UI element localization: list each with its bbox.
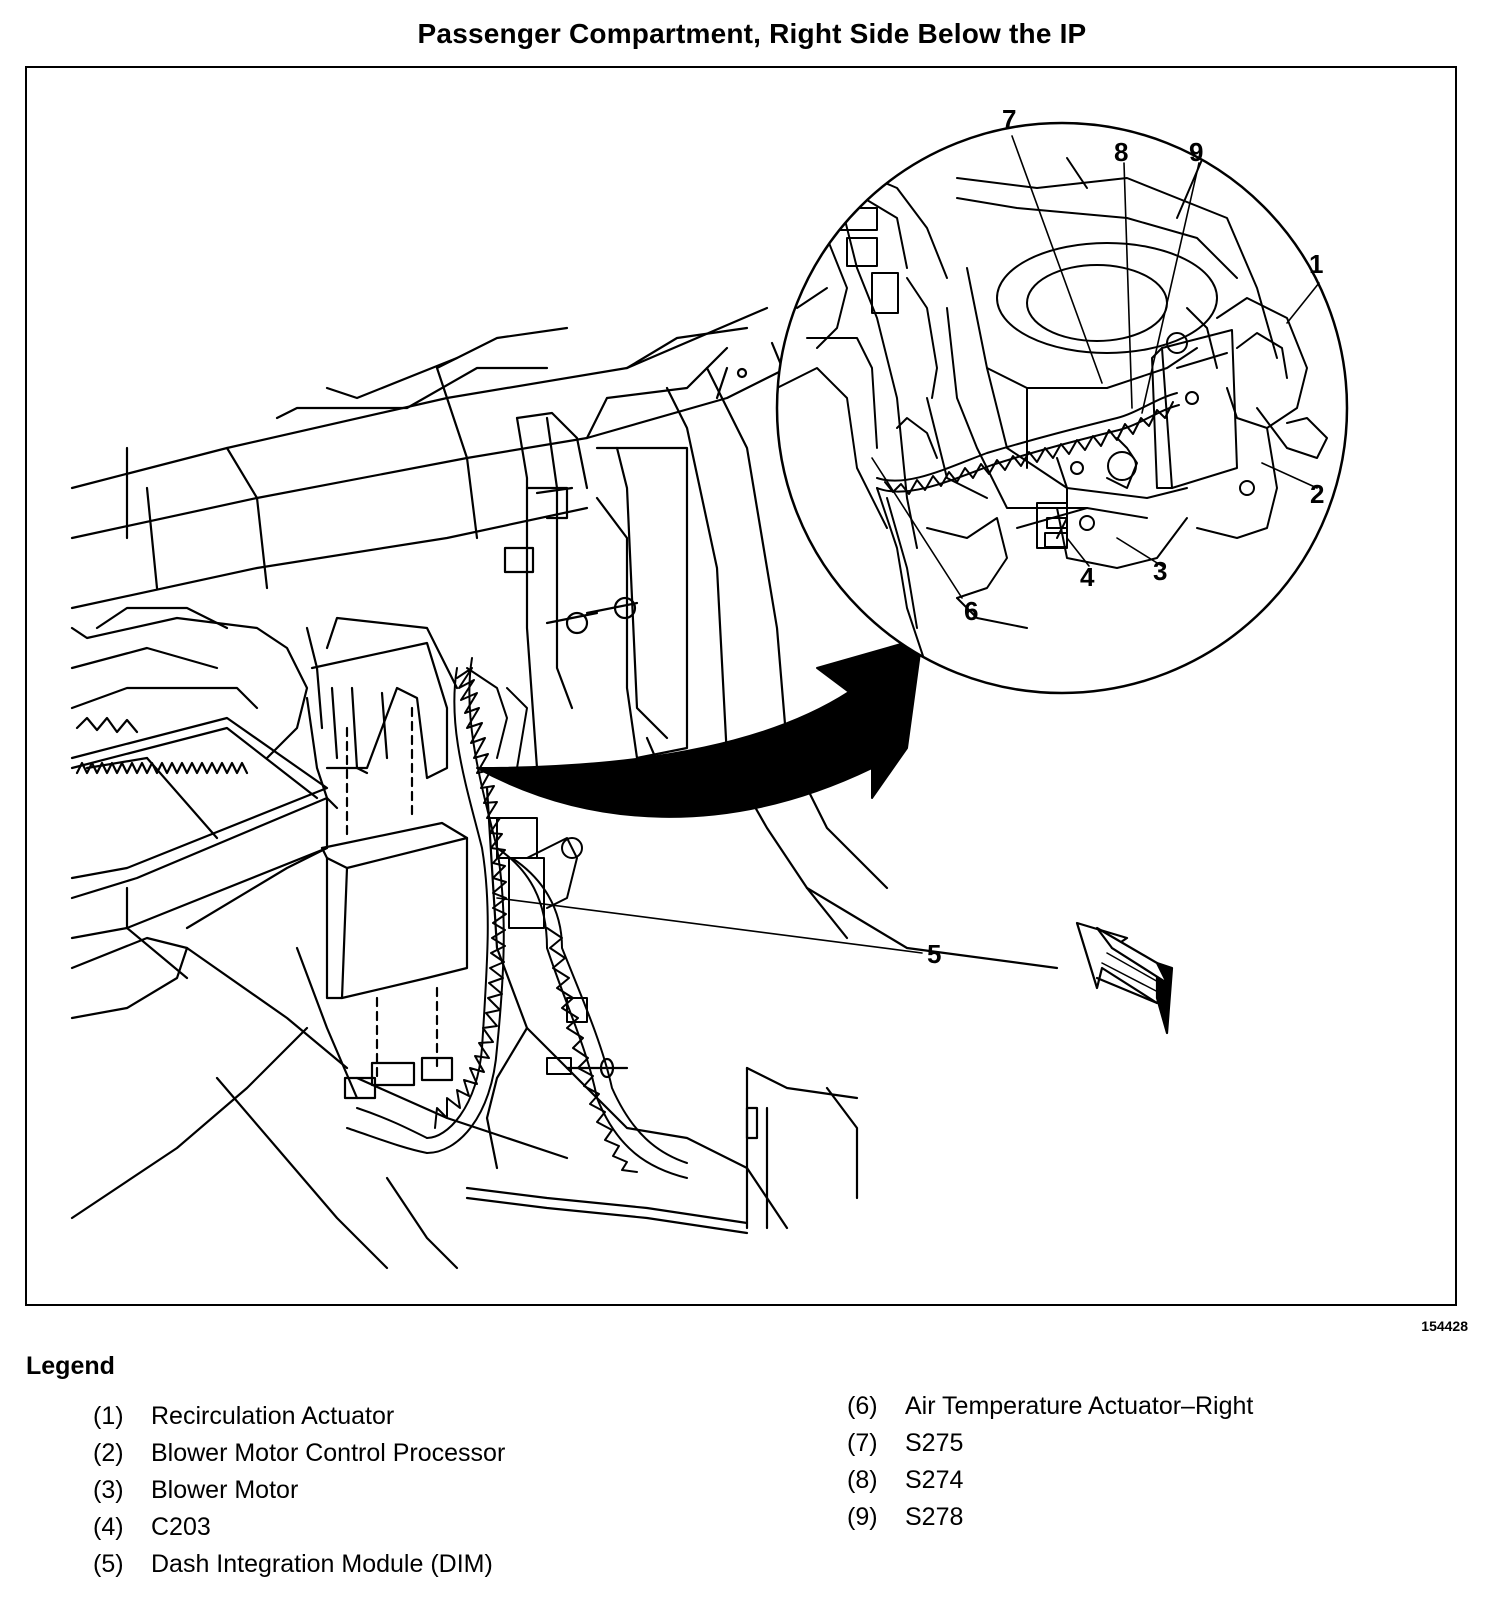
legend-label: S275	[905, 1429, 964, 1457]
line-drawing: 1 2 3 4 5 6 7 8 9	[70, 104, 1349, 1270]
legend-item: (5) Dash Integration Module (DIM)	[93, 1546, 505, 1583]
legend-column-right: (6) Air Temperature Actuator–Right (7) S27…	[847, 1388, 1253, 1536]
legend-number: (8)	[847, 1466, 878, 1494]
legend-number: (4)	[93, 1513, 124, 1541]
legend-number: (5)	[93, 1550, 124, 1578]
view-direction-arrow	[1075, 921, 1174, 1035]
legend-number: (3)	[93, 1476, 124, 1504]
legend-label: C203	[151, 1513, 211, 1541]
callout-3: 3	[1153, 556, 1167, 586]
legend-item: (3) Blower Motor	[93, 1472, 505, 1509]
legend-item: (6) Air Temperature Actuator–Right	[847, 1388, 1253, 1425]
callout-6: 6	[964, 596, 978, 626]
legend-label: Recirculation Actuator	[151, 1402, 395, 1430]
leader-lines	[496, 135, 1320, 954]
callout-arrow	[476, 637, 923, 818]
callout-labels: 1 2 3 4 5 6 7 8 9	[927, 104, 1324, 969]
heater-core-fins	[75, 761, 249, 775]
legend-item: (9) S278	[847, 1499, 1253, 1536]
callout-2: 2	[1310, 479, 1324, 509]
legend-label: Dash Integration Module (DIM)	[151, 1550, 493, 1578]
callout-5: 5	[927, 939, 941, 969]
legend-number: (2)	[93, 1439, 124, 1467]
dim-module	[320, 706, 469, 1100]
legend-number: (1)	[93, 1402, 124, 1430]
legend-label: S278	[905, 1503, 964, 1531]
callout-1: 1	[1309, 249, 1323, 279]
diagram-frame: 1 2 3 4 5 6 7 8 9	[25, 66, 1457, 1306]
legend-column-left: (1) Recirculation Actuator (2) Blower Moto…	[93, 1398, 505, 1583]
callout-4: 4	[1080, 562, 1095, 592]
legend-label: Blower Motor Control Processor	[151, 1439, 506, 1467]
legend-heading: Legend	[26, 1352, 115, 1380]
legend-item: (8) S274	[847, 1462, 1253, 1499]
legend-number: (6)	[847, 1392, 878, 1420]
legend-label: Air Temperature Actuator–Right	[905, 1392, 1254, 1420]
detail-view	[775, 121, 1349, 695]
legend-label: S274	[905, 1466, 964, 1494]
figure-id: 154428	[1421, 1318, 1468, 1334]
diagram-title: Passenger Compartment, Right Side Below …	[417, 18, 1087, 49]
legend-label: Blower Motor	[151, 1476, 299, 1504]
legend-item: (1) Recirculation Actuator	[93, 1398, 505, 1435]
instrument-panel-structure	[70, 306, 1059, 1270]
callout-9: 9	[1189, 137, 1203, 167]
legend-item: (2) Blower Motor Control Processor	[93, 1435, 505, 1472]
legend-item: (4) C203	[93, 1509, 505, 1546]
wiring-harness	[346, 657, 688, 1179]
legend-number: (7)	[847, 1429, 878, 1457]
callout-8: 8	[1114, 137, 1128, 167]
callout-7: 7	[1002, 104, 1016, 134]
legend-number: (9)	[847, 1503, 878, 1531]
legend-item: (7) S275	[847, 1425, 1253, 1462]
